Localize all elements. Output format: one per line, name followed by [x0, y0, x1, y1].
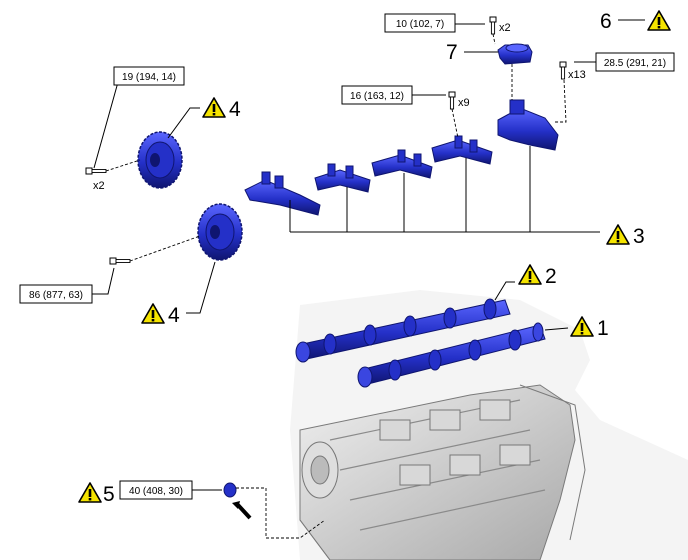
- quantity-x2-left: x2: [93, 180, 105, 192]
- bolt-left-upper: [85, 167, 107, 175]
- callout-6: 6: [600, 10, 671, 33]
- svg-text:5: 5: [103, 483, 115, 506]
- torque-label-86: 86 (877, 63): [19, 284, 93, 304]
- warning-triangle-icon: [647, 10, 671, 31]
- svg-text:28.5 (291, 21): 28.5 (291, 21): [604, 58, 666, 69]
- torque-label-28: 28.5 (291, 21): [595, 52, 675, 72]
- bolt-left-lower: [109, 257, 131, 265]
- warning-triangle-icon: [570, 316, 594, 337]
- warning-triangle-icon: [202, 97, 226, 118]
- quantity-x2-top: x2: [499, 22, 511, 34]
- dashed-assembly-lines: [105, 33, 567, 539]
- callout-1: 1: [570, 316, 609, 340]
- bearing-cap-2: [314, 163, 371, 193]
- part-7-bracket: [497, 43, 533, 65]
- svg-text:16 (163, 12): 16 (163, 12): [350, 91, 404, 102]
- callout-2: 2: [518, 264, 557, 288]
- warning-triangle-icon: [606, 224, 630, 245]
- camshaft-no1: [357, 322, 546, 388]
- callout-3: 3: [606, 224, 645, 248]
- torque-label-16: 16 (163, 12): [341, 85, 413, 105]
- bearing-cap-4: [431, 135, 493, 165]
- svg-text:10 (102, 7): 10 (102, 7): [396, 19, 444, 30]
- callout-4-top: 4: [202, 97, 241, 121]
- bearing-cap-3: [371, 149, 433, 179]
- black-arrow-icon: [232, 501, 252, 520]
- svg-text:7: 7: [446, 41, 458, 64]
- svg-text:19 (194, 14): 19 (194, 14): [122, 72, 176, 83]
- warning-triangle-icon: [141, 303, 165, 324]
- engine-cylinder-head: [290, 290, 688, 560]
- camshaft-no2: [295, 298, 511, 363]
- warning-triangle-icon: [78, 482, 102, 503]
- svg-text:6: 6: [600, 10, 612, 33]
- svg-text:86 (877, 63): 86 (877, 63): [29, 290, 83, 301]
- svg-text:1: 1: [597, 317, 609, 340]
- svg-text:2: 2: [545, 265, 557, 288]
- quantity-x9: x9: [458, 97, 470, 109]
- svg-text:4: 4: [229, 98, 241, 121]
- svg-text:3: 3: [633, 225, 645, 248]
- callout-5: 5: [78, 482, 115, 506]
- camshaft-timing-gear-upper: [137, 131, 183, 189]
- quantity-x13: x13: [568, 69, 586, 81]
- camshaft-timing-gear-lower: [197, 203, 243, 261]
- torque-label-40: 40 (408, 30): [119, 480, 193, 500]
- svg-text:40 (408, 30): 40 (408, 30): [129, 486, 183, 497]
- callout-7: 7: [446, 41, 458, 64]
- camshaft-housing-cap: [497, 99, 559, 151]
- callout-4-bottom: 4: [141, 303, 180, 327]
- svg-text:4: 4: [168, 304, 180, 327]
- warning-triangle-icon: [518, 264, 542, 285]
- torque-label-10: 10 (102, 7): [384, 13, 456, 33]
- bearing-cap-1: [244, 171, 321, 216]
- plug-part-5: [223, 482, 237, 498]
- torque-label-19: 19 (194, 14): [113, 66, 185, 86]
